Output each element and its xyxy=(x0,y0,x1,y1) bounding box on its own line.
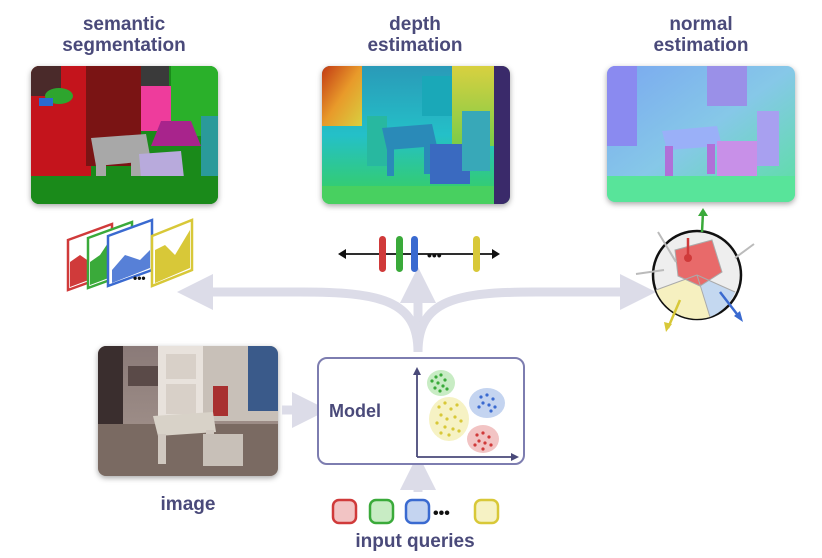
query-chip-yellow xyxy=(473,498,500,525)
depth-estimation-title: depth estimation xyxy=(320,14,510,56)
semantic-title-line1: semantic xyxy=(82,14,166,35)
depth-ellipsis: ••• xyxy=(427,247,442,263)
input-queries-caption: input queries xyxy=(355,531,475,552)
normal-title-line2: estimation xyxy=(653,35,749,56)
segmentation-ellipsis: ••• xyxy=(133,271,146,285)
input-query-chips: ••• xyxy=(331,498,500,525)
normal-output-image xyxy=(607,66,795,202)
query-chip-blue xyxy=(404,498,431,525)
segmentation-output-image xyxy=(31,66,218,204)
flow-arrows xyxy=(177,267,656,492)
depth-title-line2: estimation xyxy=(367,35,463,56)
arrow-to-normal xyxy=(413,274,656,353)
model-label: Model xyxy=(329,401,381,421)
input-room-image xyxy=(98,346,278,476)
normal-estimation-title: normal estimation xyxy=(606,14,796,56)
semantic-title-line2: segmentation xyxy=(62,35,186,56)
image-caption: image xyxy=(160,494,216,515)
normal-title-line1: normal xyxy=(669,14,733,35)
depth-output-image xyxy=(322,66,510,204)
depth-title-line1: depth xyxy=(389,14,441,35)
query-ellipsis: ••• xyxy=(433,505,450,522)
model-box: Model xyxy=(317,357,525,465)
segmentation-layers-icon: ••• xyxy=(66,218,194,292)
semantic-segmentation-title: semantic segmentation xyxy=(30,14,218,56)
depth-number-line-icon: ••• xyxy=(338,236,500,272)
cluster-plot-icon xyxy=(413,367,519,461)
query-chip-green xyxy=(368,498,395,525)
normal-sphere-icon xyxy=(635,208,755,332)
query-chip-red xyxy=(331,498,358,525)
arrow-to-segmentation xyxy=(177,274,423,353)
